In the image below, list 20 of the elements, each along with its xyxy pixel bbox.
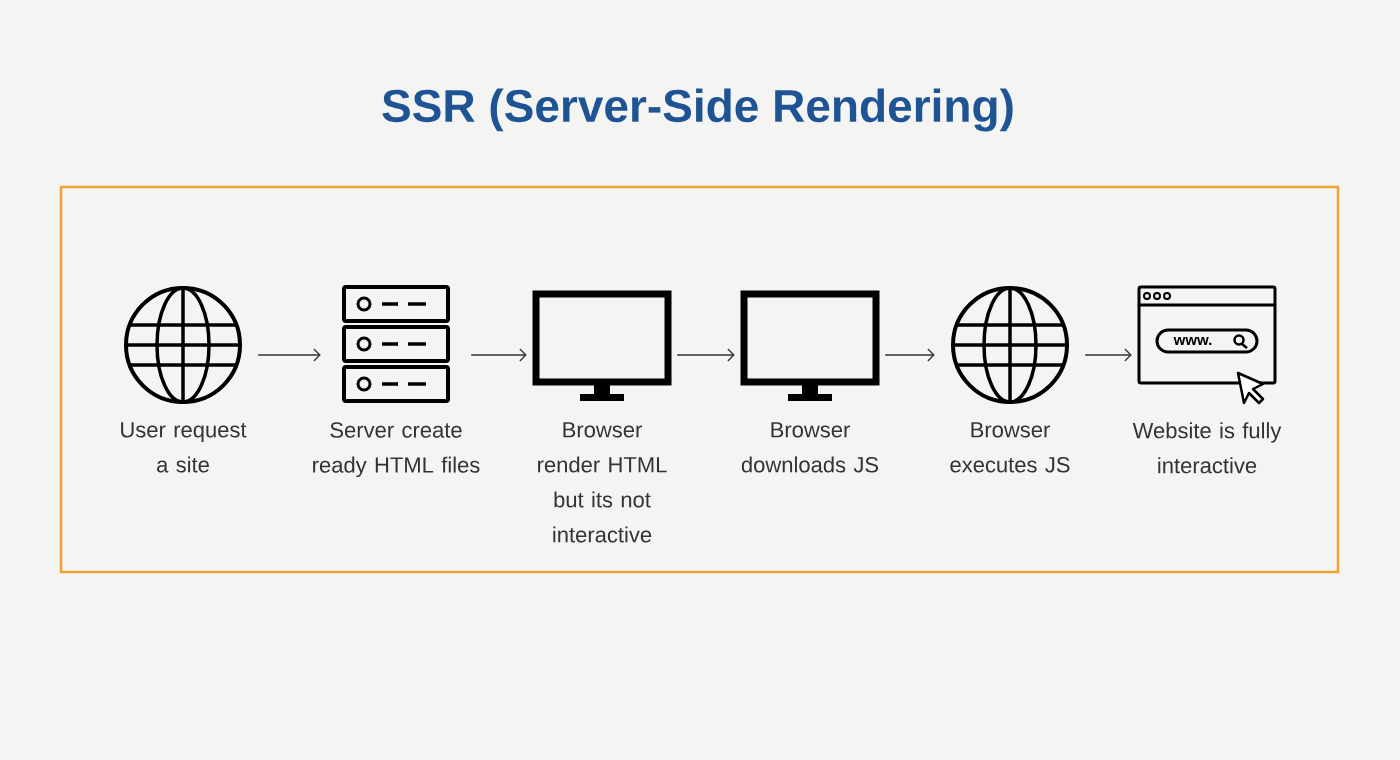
step-label: Website is fully interactive <box>1132 422 1282 474</box>
arrow <box>1084 348 1132 362</box>
arrow <box>884 348 935 362</box>
globe-drawing <box>124 286 242 404</box>
address-text: www. <box>1173 337 1212 345</box>
step-label: Server create ready HTML files <box>313 422 480 478</box>
title: SSR (Server-Side Rendering) <box>382 88 1013 132</box>
arrow <box>676 348 735 362</box>
monitor-drawing <box>532 290 672 401</box>
frame <box>59 185 1340 574</box>
step-label: Browser executes JS <box>950 422 1070 473</box>
server-drawing <box>342 285 450 403</box>
browser-drawing <box>1137 285 1277 405</box>
step-label: Browser render HTML but its not interactive <box>538 422 667 543</box>
monitor-drawing <box>740 290 880 401</box>
step-label: Browser downloads JS <box>741 422 879 473</box>
arrow <box>257 348 321 362</box>
arrow <box>470 348 527 362</box>
step-label: User request a site <box>121 422 247 473</box>
globe-drawing <box>951 286 1069 404</box>
